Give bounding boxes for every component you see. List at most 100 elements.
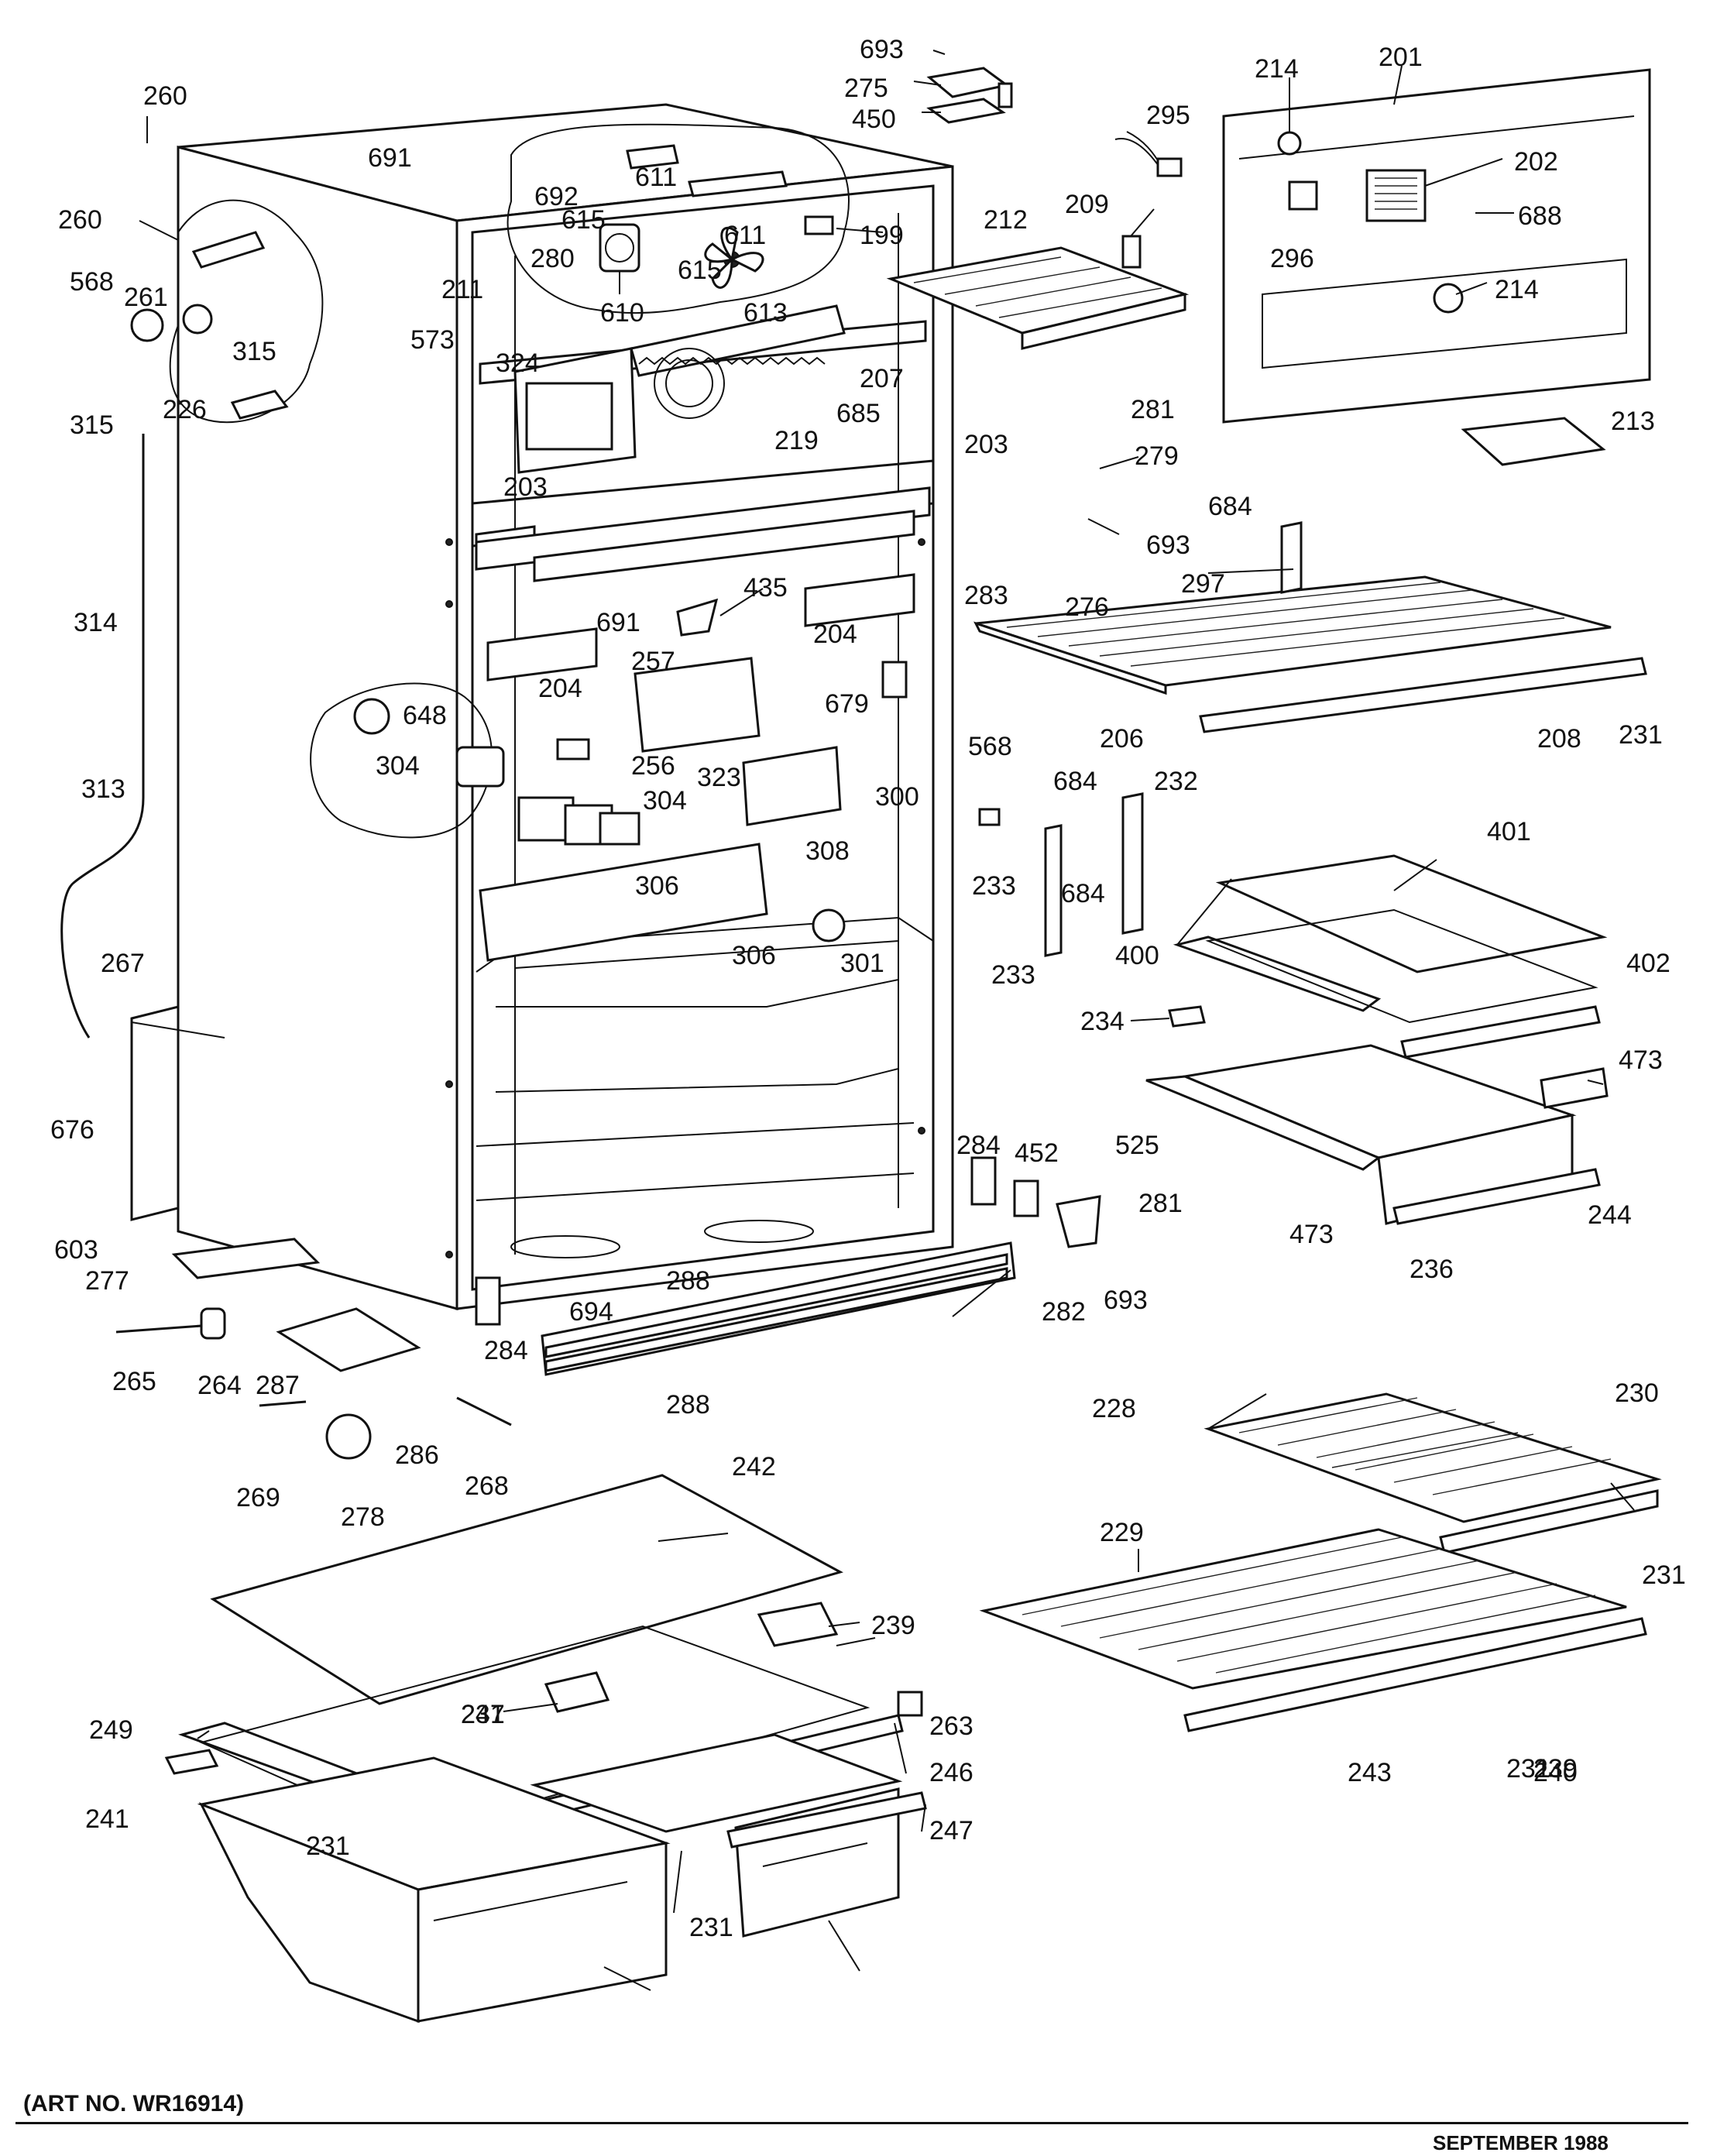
callout: 400 [1115, 941, 1159, 970]
callout: 268 [465, 1471, 509, 1501]
mullion-203 [533, 510, 915, 582]
switch-256 [556, 738, 590, 760]
callout: 568 [968, 732, 1012, 761]
water-tube-313 [60, 434, 145, 1039]
callout: 239 [871, 1611, 915, 1640]
relay-300 [881, 661, 908, 699]
callout: 315 [70, 410, 114, 440]
callout: 230 [1615, 1378, 1659, 1408]
callout: 214 [1255, 54, 1299, 84]
callout: 236 [1410, 1255, 1454, 1284]
callout: 229 [1100, 1518, 1144, 1547]
callout: 219 [774, 426, 819, 455]
callout: 306 [635, 871, 679, 901]
bracket-277 [171, 1238, 321, 1279]
callout: 691 [368, 143, 412, 173]
callout: 693 [860, 35, 904, 64]
callout: 281 [1138, 1189, 1183, 1218]
wire-shelf-206 [973, 575, 1647, 733]
water-valve-315 [130, 304, 213, 342]
callout: 202 [1514, 147, 1558, 177]
callout: 295 [1146, 101, 1190, 130]
callout: 315 [232, 337, 276, 366]
bracket-611-b [688, 170, 788, 197]
callout: 297 [1181, 569, 1225, 599]
callout: 211 [441, 275, 483, 304]
callout: 199 [860, 221, 904, 250]
callout: 452 [1015, 1138, 1059, 1168]
callout: 324 [496, 348, 540, 378]
callout: 323 [697, 763, 741, 792]
trim-234 [1168, 1005, 1206, 1028]
callout: 209 [1065, 190, 1109, 219]
bracket-204-left [486, 627, 598, 681]
callout: 239 [1533, 1754, 1578, 1784]
callout: 525 [1115, 1131, 1159, 1160]
callout: 256 [631, 751, 675, 781]
callout: 269 [236, 1483, 280, 1512]
top-hinge-275 [926, 67, 1013, 124]
roller-278 [325, 1413, 372, 1460]
roller-264 [200, 1307, 226, 1340]
control-knob-296 [1288, 180, 1318, 211]
callout: 676 [50, 1115, 94, 1145]
callout: 684 [1208, 492, 1252, 521]
callout: 402 [1626, 949, 1671, 978]
callout: 263 [929, 1711, 973, 1741]
callout: 450 [852, 105, 896, 134]
callout: 231 [1642, 1560, 1686, 1590]
evaporator-cover-207 [513, 304, 846, 474]
callout: 265 [112, 1367, 156, 1396]
callout: 613 [743, 298, 788, 328]
control-housing-306 [479, 843, 768, 962]
callout: 473 [1289, 1220, 1334, 1249]
callout: 203 [964, 430, 1008, 459]
callout: 313 [81, 774, 125, 804]
callout: 232 [1154, 767, 1198, 796]
callout: 568 [70, 267, 114, 297]
callout: 214 [1495, 275, 1539, 304]
callout: 314 [74, 608, 118, 637]
hinge-284-right [970, 1156, 997, 1206]
callout: 287 [256, 1371, 300, 1400]
callout: 207 [860, 364, 904, 393]
vent-grille-202 [1375, 177, 1417, 210]
rail-233 [1044, 824, 1063, 957]
callout: 284 [484, 1336, 528, 1365]
callout: 231 [1619, 720, 1663, 750]
callout: 233 [972, 871, 1016, 901]
ice-bin-213 [1461, 417, 1606, 466]
wire-shelf-229 [979, 1528, 1627, 1690]
glass-shelf-401 [1215, 854, 1608, 973]
callout: 306 [732, 941, 776, 970]
callout: 277 [85, 1266, 129, 1296]
callout: 203 [503, 472, 548, 502]
callout: 435 [743, 573, 788, 603]
cover-308 [742, 746, 842, 826]
callout: 603 [54, 1235, 98, 1265]
callout: 208 [1537, 724, 1581, 754]
callout: 242 [732, 1452, 776, 1481]
shim-452 [1013, 1179, 1039, 1217]
callout: 244 [1588, 1200, 1632, 1230]
rail-203 [475, 486, 931, 571]
bracket-304 [517, 796, 640, 846]
callout: 264 [197, 1371, 242, 1400]
trim-230 [1439, 1489, 1659, 1554]
callout: 228 [1092, 1394, 1136, 1423]
callout: 276 [1065, 592, 1109, 622]
callout: 234 [1080, 1007, 1125, 1036]
callout: 286 [395, 1440, 439, 1470]
callout: 261 [124, 283, 168, 312]
leader-lines [131, 50, 1635, 1991]
callout: 693 [1104, 1286, 1148, 1315]
callout: 260 [58, 205, 102, 235]
tube-226 [230, 390, 289, 420]
callout: 615 [561, 205, 606, 235]
tube-261 [191, 231, 266, 269]
callout: 684 [1061, 879, 1105, 908]
pin-269 [259, 1400, 307, 1407]
slide-473 [1540, 1067, 1609, 1109]
